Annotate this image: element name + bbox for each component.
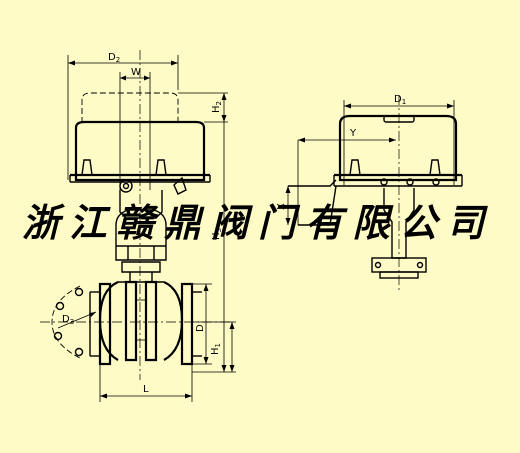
- dimension-labels: D2 W H2 H3 D3 D H1 L D1 Y X: [62, 52, 406, 395]
- dim-H2: H2: [211, 101, 223, 113]
- dim-W: W: [131, 67, 141, 78]
- company-watermark: 浙江赣鼎阀门有限公司: [22, 201, 494, 245]
- dim-D2: D2: [108, 52, 120, 64]
- dim-D1: D1: [394, 94, 406, 106]
- dim-D: D: [195, 324, 206, 332]
- dim-H1: H1: [210, 343, 222, 355]
- dim-X: X: [276, 203, 287, 210]
- dim-H3: H3: [211, 228, 223, 240]
- front-view: [40, 50, 236, 402]
- dim-D3: D3: [62, 314, 74, 326]
- dim-L: L: [143, 384, 149, 395]
- dim-Y: Y: [349, 128, 357, 139]
- side-view: [285, 95, 463, 290]
